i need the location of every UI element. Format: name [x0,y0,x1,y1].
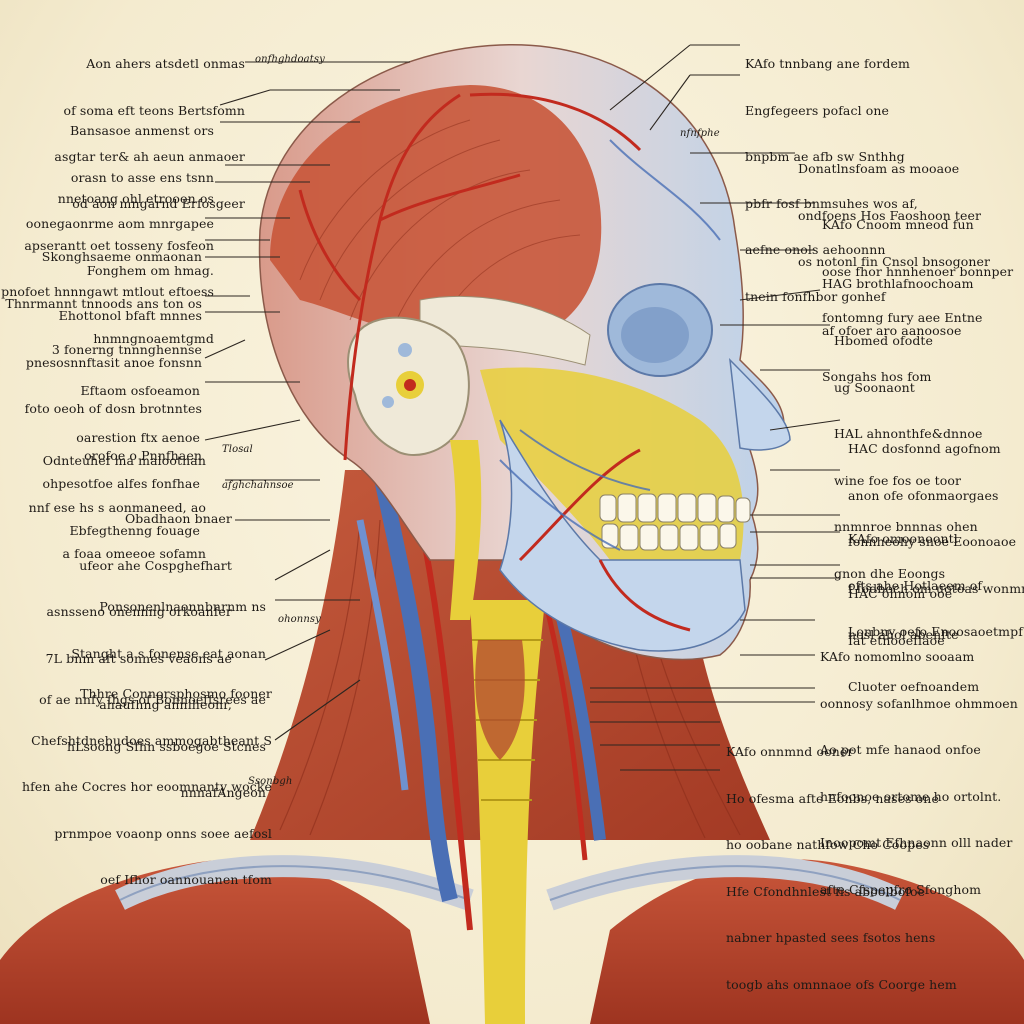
label-right-10: KAfo onnmnd ooner Ho ofesma afte Eonbs, … [726,744,957,992]
label-right-8: HAC ohnom ooe Iat etnooeflaoe Cluoter oe… [848,586,980,694]
label-left-6: Eftaom osfoeamon oarestion ftx aenoe ohp… [42,383,200,538]
jugular-vein-right [554,608,606,841]
label-left-9: Ponsonenlnaonnbnrnm ns Stanght a s fonen… [39,599,266,800]
label-right-9: KAfo nomomlno sooaam oonnosy sofanlhmoe … [820,649,1018,897]
leader-lines-right [590,44,841,771]
small-label-temple: Tlosal afghchahnsoe [222,444,294,491]
label-left-7: Odnteuhef ma malootnan nnf ese hs s aonm… [28,453,206,561]
right-shoulder-muscle [590,859,1024,1024]
label-left-10: Thhre Connorsphosmo fooner Chefshtdnebud… [22,686,272,887]
small-label-forehead: nfnfphe [680,128,720,139]
label-right-7: KAfo omoonoontl ofts ahe Hotlaeem of Lon… [848,531,1023,639]
teeth [599,493,751,551]
label-right-4: HAG brothlafnoochoam af ofoer aro aanoos… [822,276,974,384]
small-label-crown: onfhghdoatsy [255,54,325,65]
hyoid-column [450,440,482,620]
label-right-1: KAfo tnnbang ane fordem Engfegeers pofac… [745,56,918,304]
small-label-neck: ohonnsy [278,614,321,625]
cranial-veins [499,139,721,551]
cranial-arteries [298,92,691,632]
label-left-2: Bansasoe anmenst ors orasn to asse ens t… [25,123,214,278]
label-left-5: Ehottonol bfaft mnnes pnesosnnftasit ano… [24,308,202,463]
label-left-8: Obadhaon bnaer ufeor ahe Cospghefhart as… [45,511,232,712]
label-left-4: Skonghsaeme onmaonan Thnrmannt tnnoods a… [5,249,202,357]
label-right-3: KAfo Cnoom mneod fun oose fhor hnnhenoer… [822,217,1014,325]
label-right-6: HAC dosfonnd agofnom anon ofe ofonmaorga… [848,441,1024,642]
left-shoulder-muscle [0,859,430,1024]
label-right-2: Donatlnsfoam as mooaoe ondfoens Hos Faos… [798,161,991,269]
label-left-1: Aon ahers atsdetl onmas of soma eft teon… [54,56,245,211]
mandible [499,419,746,652]
leader-lines-left [204,61,410,741]
jugular-vein-left [372,468,458,902]
temporalis-muscle [270,85,602,346]
zygomatic-arch [419,295,591,366]
nose [729,357,791,451]
small-label-lower: Ssonbgh [248,776,293,787]
label-right-5: Hbomed ofodte ug Soonaont HAL ahnonthfe&… [834,333,983,581]
label-left-3: nnetoang ohl etrooon os apserantt oet to… [1,191,214,346]
